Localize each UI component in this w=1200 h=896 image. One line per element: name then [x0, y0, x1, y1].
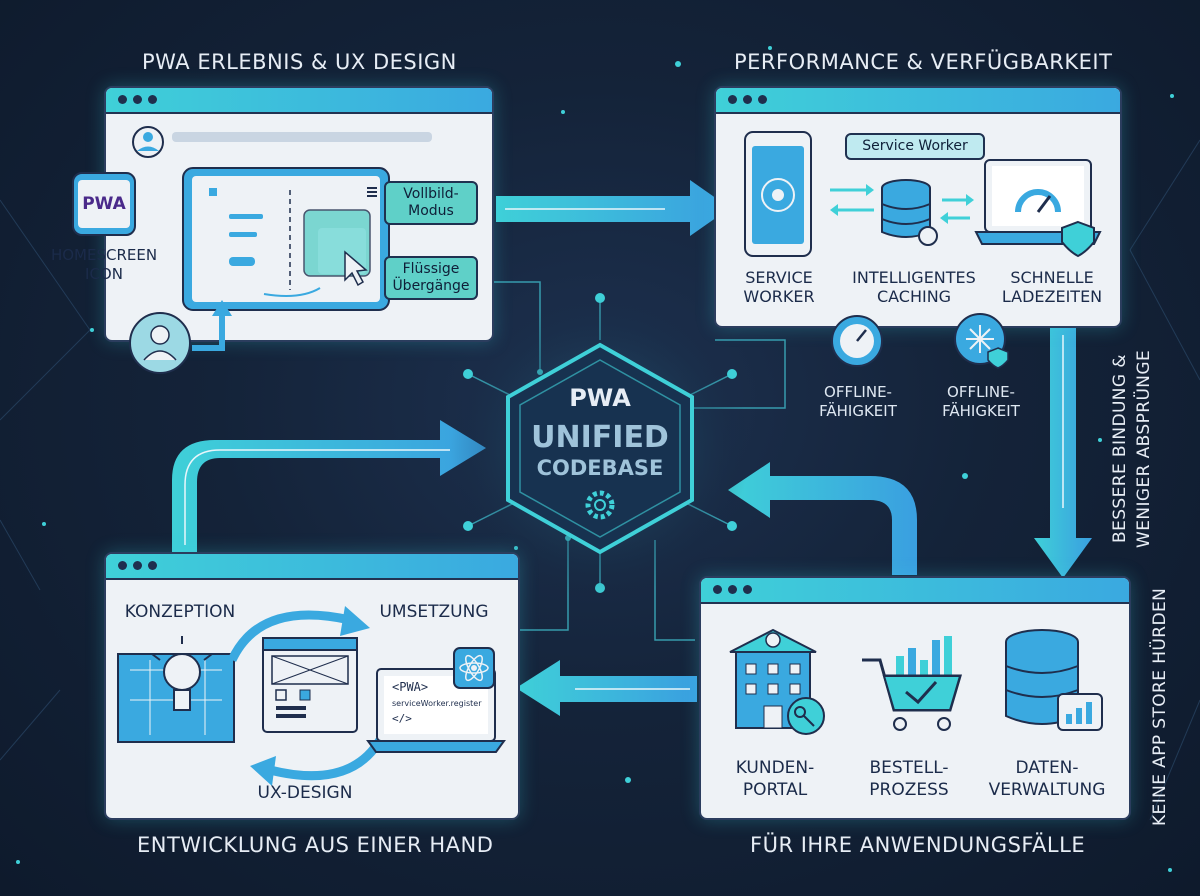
code-line-2: serviceWorker.register	[392, 699, 482, 708]
window-dot	[133, 561, 142, 570]
window-dot	[743, 95, 752, 104]
title-development: Entwicklung aus einer Hand	[137, 833, 494, 857]
offline-label-1: Offline-Fähigkeit	[819, 383, 897, 420]
offline-label-2: Offline-Fähigkeit	[942, 383, 1020, 420]
ux-window-titlebar	[106, 88, 492, 114]
window-dot	[118, 561, 127, 570]
homescreen-label: Homescreen Icon	[50, 246, 158, 283]
use-case-order-process: Bestell-Prozess	[869, 758, 949, 800]
dev-label-ux-design: UX-Design	[257, 783, 353, 803]
window-dot	[758, 95, 767, 104]
perf-item-load-times: Schnelle Ladezeiten	[1001, 268, 1103, 306]
dev-label-umsetzung: Umsetzung	[379, 602, 489, 622]
perf-item-service-worker: Service Worker	[743, 268, 815, 306]
window-dot	[133, 95, 142, 104]
window-dot	[728, 585, 737, 594]
hub-title-line1: UNIFIED	[531, 420, 669, 455]
title-performance: Performance & Verfügbarkeit	[734, 50, 1113, 74]
development-window-titlebar	[106, 554, 518, 580]
window-dot	[148, 561, 157, 570]
window-dot	[743, 585, 752, 594]
window-dot	[728, 95, 737, 104]
window-dot	[118, 95, 127, 104]
use-cases-window-titlebar	[701, 578, 1129, 604]
performance-window-titlebar	[716, 88, 1120, 114]
perf-item-caching: Intelligentes Caching	[852, 268, 976, 306]
code-line-1: <PWA>	[392, 680, 429, 694]
window-dot	[713, 585, 722, 594]
transitions-tag: Flüssige Übergänge	[384, 256, 478, 300]
code-line-3: </>	[392, 712, 412, 725]
title-ux: PWA Erlebnis & UX Design	[142, 50, 457, 74]
hub-title-line2: CODEBASE	[536, 456, 664, 480]
fullscreen-tag: Vollbild-Modus	[384, 181, 478, 225]
title-use-cases: Für Ihre Anwendungsfälle	[750, 833, 1086, 857]
dev-label-konzeption: Konzeption	[124, 602, 236, 622]
service-worker-tag: Service Worker	[845, 133, 985, 160]
use-case-data-management: Daten-Verwaltung	[988, 758, 1106, 800]
hub-pwa-logo: PWA	[569, 384, 631, 412]
pwa-logo: PWA	[78, 180, 130, 228]
window-dot	[148, 95, 157, 104]
pwa-homescreen-icon[interactable]: PWA	[72, 172, 136, 236]
use-case-customer-portal: Kunden-Portal	[735, 758, 815, 800]
